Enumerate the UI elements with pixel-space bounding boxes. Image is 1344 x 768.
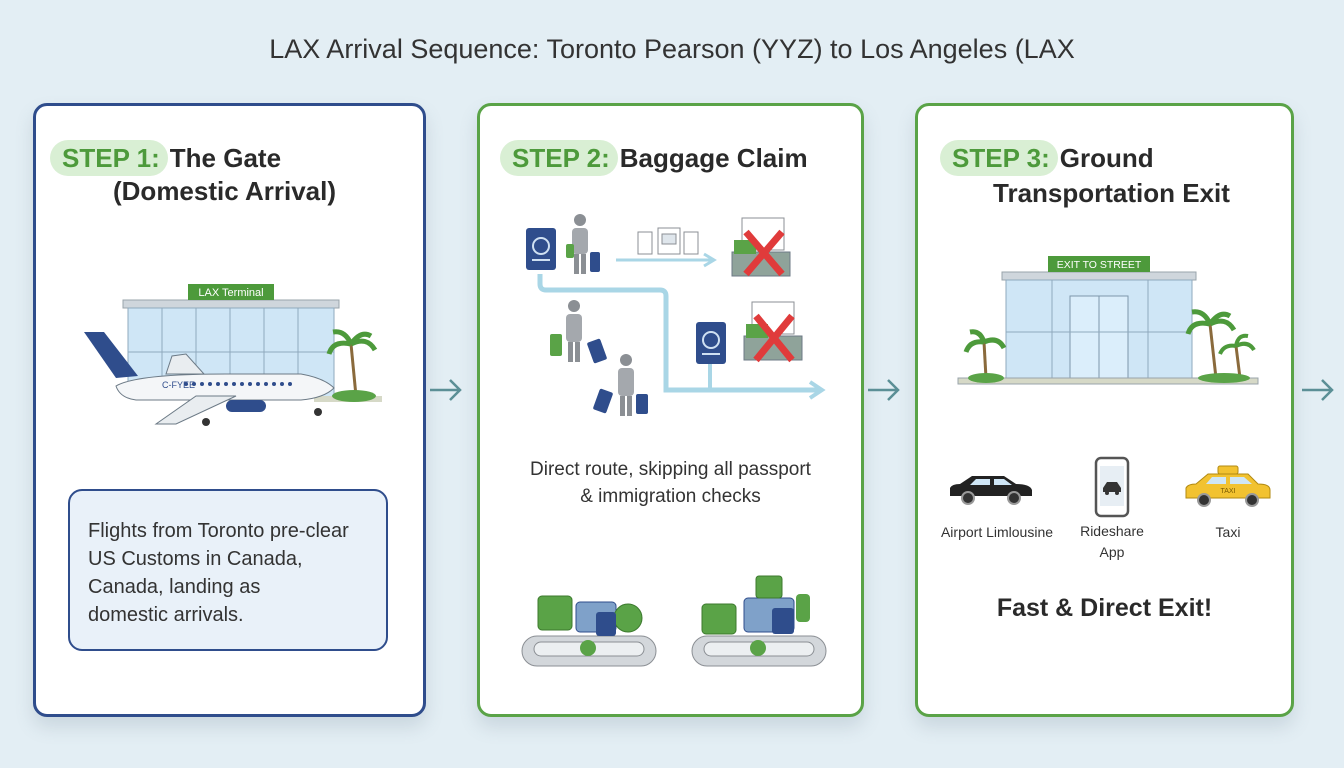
traveler-icon: [550, 300, 607, 364]
note-line: US Customs in Canada,: [88, 548, 303, 570]
traveler-icon: [593, 354, 648, 416]
terminal-sign: LAX Terminal: [198, 287, 263, 299]
baggage-carousel-illustration: [521, 575, 827, 667]
preclearance-note: Flights from Toronto pre-clear US Custom…: [68, 489, 388, 651]
exit-building-illustration: EXIT TO STREET: [957, 256, 1259, 385]
note-line: Flights from Toronto pre-clear: [88, 520, 349, 542]
palm-tree-icon: [326, 329, 378, 402]
step-1-badge: STEP 1:: [50, 140, 168, 176]
step-2-badge: STEP 2:: [500, 140, 618, 176]
step-1-panel: STEP 1:The Gate (Domestic Arrival) LAX T…: [33, 103, 426, 717]
transport-label-rideshare: Rideshare App: [1080, 523, 1144, 560]
step-2-panel: STEP 2:Baggage Claim: [477, 103, 864, 717]
palm-tree-icon: [1185, 309, 1256, 383]
limousine-icon: [950, 476, 1032, 505]
flow-arrow-icon: [868, 379, 900, 401]
note-line: domestic arrivals.: [88, 604, 244, 626]
step-3-heading: Ground: [1059, 143, 1154, 173]
passport-icon: [526, 228, 556, 270]
step-3-badge: STEP 3:: [940, 140, 1058, 176]
closing-message: Fast & Direct Exit!: [996, 594, 1213, 622]
route-description: Direct route, skipping all passport & im…: [480, 456, 861, 510]
transport-label-limousine: Airport Limlousine: [940, 524, 1054, 540]
airplane-icon: C-FYEE: [84, 332, 335, 426]
step-1-title: STEP 1:The Gate: [50, 140, 281, 176]
palm-tree-icon: [963, 329, 1007, 383]
step-2-heading: Baggage Claim: [619, 143, 808, 173]
diagram-title: LAX Arrival Sequence: Toronto Pearson (Y…: [269, 34, 1075, 64]
exit-building-icon: EXIT TO STREET: [957, 256, 1259, 385]
blocked-checkpoint-icon: [743, 301, 803, 363]
exit-sign: EXIT TO STREET: [1057, 259, 1142, 271]
route-arrow-icon: [808, 380, 826, 400]
baggage-carousel-icon: [521, 595, 657, 667]
step-3-panel: STEP 3:Ground Transportation Exit EXIT T…: [915, 103, 1294, 717]
blocked-checkpoint-icon: [731, 217, 791, 277]
step-1-heading: The Gate: [169, 143, 282, 173]
baggage-carousel-icon: [691, 575, 827, 667]
note-line: Canada, landing as: [88, 576, 261, 598]
flow-arrow-icon: [1302, 379, 1334, 401]
step-3-subheading: Transportation Exit: [993, 178, 1230, 208]
passport-icon: [696, 322, 726, 364]
plane-registration: C-FYEE: [162, 380, 195, 390]
direct-route-illustration: [526, 214, 826, 416]
flow-arrow-icon: [430, 379, 462, 401]
taxi-sign: TAXI: [1220, 488, 1235, 495]
step-3-title: STEP 3:Ground: [940, 140, 1154, 176]
rideshare-phone-icon: [1094, 456, 1130, 518]
traveler-icon: [566, 214, 600, 274]
route-path: [537, 274, 820, 393]
kiosk-icon: [637, 227, 699, 255]
step-2-title: STEP 2:Baggage Claim: [500, 140, 808, 176]
step-1-subheading: (Domestic Arrival): [113, 176, 336, 206]
taxi-icon: TAXI: [1185, 465, 1271, 507]
terminal-plane-illustration: LAX Terminal C-FYEE: [84, 284, 382, 426]
route-line: & immigration checks: [580, 486, 761, 507]
transport-label-taxi: Taxi: [1215, 524, 1241, 540]
route-line: Direct route, skipping all passport: [530, 459, 811, 480]
